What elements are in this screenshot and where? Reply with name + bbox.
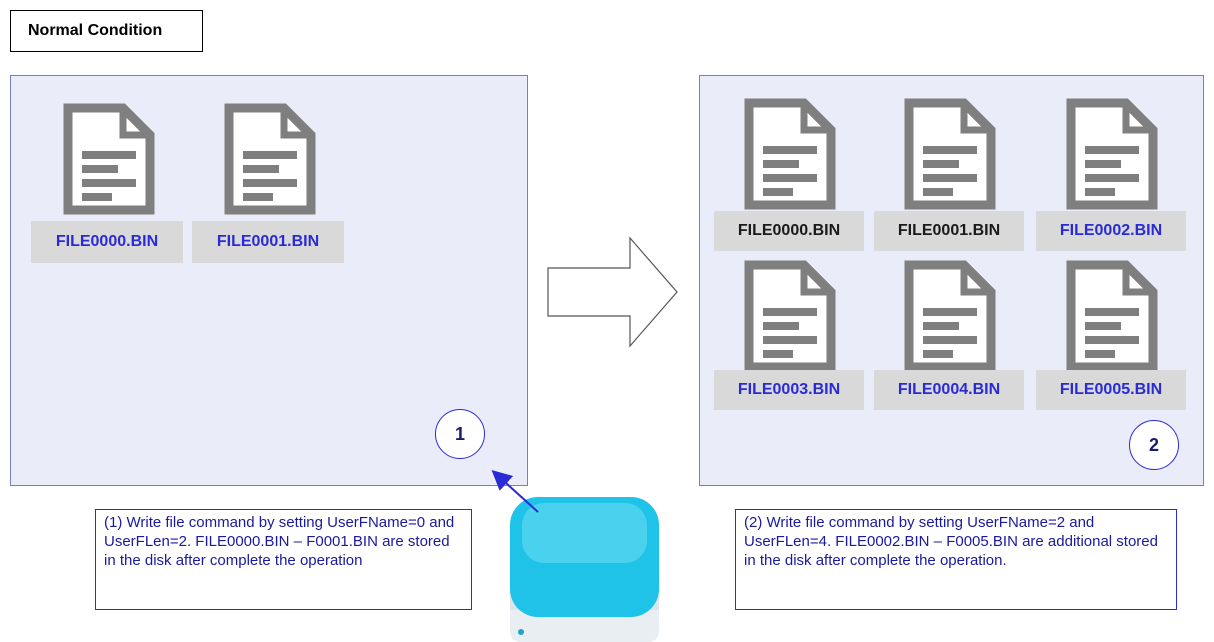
document-icon (63, 103, 155, 215)
document-icon (904, 98, 996, 210)
step-number-badge: 1 (435, 409, 485, 459)
document-icon (744, 98, 836, 210)
file-name-label: FILE0001.BIN (874, 211, 1024, 251)
file-name-label: FILE0002.BIN (1036, 211, 1186, 251)
document-icon (744, 260, 836, 372)
disk-before-panel: FILE0000.BIN FILE0001.BIN 1 (10, 75, 528, 486)
file-name-label: FILE0001.BIN (192, 221, 344, 263)
right-arrow-icon (547, 236, 678, 348)
file-name-label: FILE0003.BIN (714, 370, 864, 410)
disk-after-panel: FILE0000.BIN FILE0001.BIN FILE0002.BIN (699, 75, 1204, 486)
step-number-badge: 2 (1129, 420, 1179, 470)
file-name-label: FILE0000.BIN (31, 221, 183, 263)
file-name-label: FILE0005.BIN (1036, 370, 1186, 410)
step2-description: (2) Write file command by setting UserFN… (735, 509, 1177, 610)
diagram-title: Normal Condition (10, 10, 203, 52)
document-icon (224, 103, 316, 215)
document-icon (1066, 98, 1158, 210)
step1-description: (1) Write file command by setting UserFN… (95, 509, 472, 610)
file-name-label: FILE0004.BIN (874, 370, 1024, 410)
external-drive-icon (510, 497, 659, 642)
document-icon (904, 260, 996, 372)
file-name-label: FILE0000.BIN (714, 211, 864, 251)
document-icon (1066, 260, 1158, 372)
pointer-arrow (491, 469, 539, 513)
